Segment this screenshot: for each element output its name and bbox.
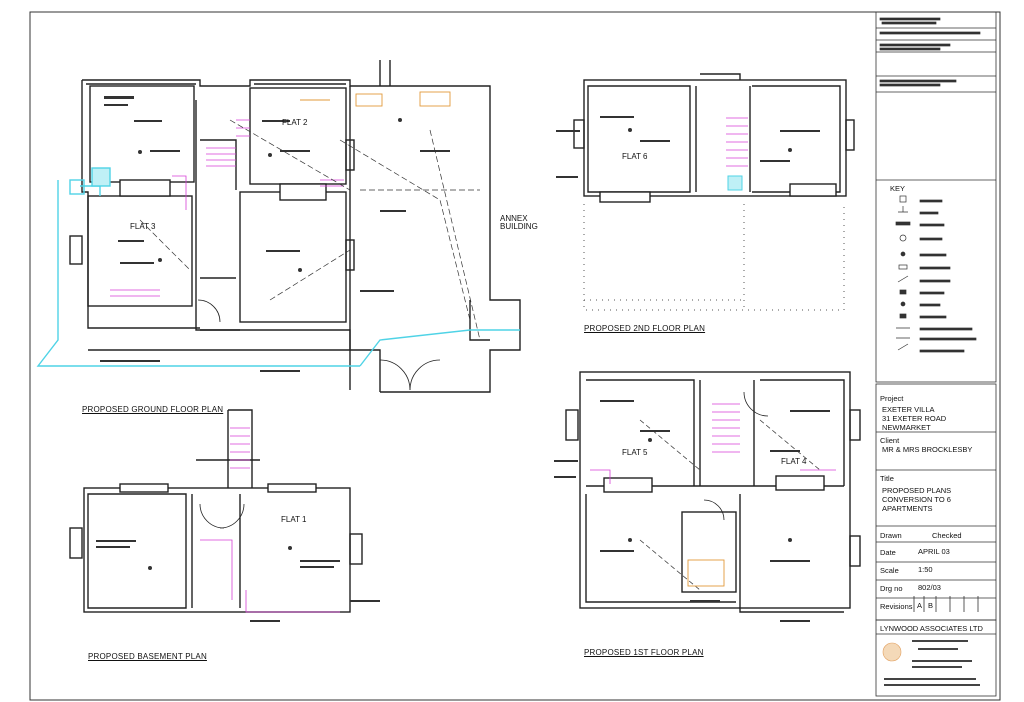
company-logo	[882, 642, 902, 662]
date-label: Date	[880, 548, 896, 557]
client-value: MR & MRS BROCKLESBY	[882, 445, 973, 454]
title-line-2: CONVERSION TO 6	[882, 495, 951, 504]
basement-stairs	[200, 427, 340, 613]
ground-floor-plan	[69, 60, 521, 393]
title-label: Title	[880, 474, 894, 483]
title-block	[875, 11, 997, 697]
flat-3-label: FLAT 3	[130, 222, 156, 231]
ground-dash-lines	[139, 119, 481, 341]
revision-a: A	[917, 601, 923, 610]
title-line-3: APARTMENTS	[882, 504, 933, 513]
ground-fixtures	[300, 91, 451, 107]
ground-stairs	[110, 119, 344, 297]
key-symbols	[879, 17, 981, 353]
project-label: Project	[880, 394, 904, 403]
ground-floor-plan-title: PROPOSED GROUND FLOOR PLAN	[82, 405, 224, 414]
project-line-3: NEWMARKET	[882, 423, 931, 432]
flat-1-label: FLAT 1	[281, 515, 307, 524]
first-floor-annotations	[554, 400, 830, 622]
first-floor-plan	[565, 371, 861, 613]
revisions-label: Revisions	[880, 602, 913, 611]
company-name: LYNWOOD ASSOCIATES LTD	[880, 624, 983, 633]
basement-annotations	[96, 540, 380, 622]
checked-label: Checked	[932, 531, 962, 540]
project-line-1: EXETER VILLA	[882, 405, 935, 414]
ground-annotations	[100, 96, 450, 372]
basement-plan-title: PROPOSED BASEMENT PLAN	[88, 652, 207, 661]
first-floor-stairs	[590, 403, 836, 484]
flat-5-label: FLAT 5	[622, 448, 648, 457]
date-value: APRIL 03	[918, 547, 950, 556]
drg-value: 802/03	[918, 583, 941, 592]
revision-b: B	[928, 601, 934, 610]
drawn-label: Drawn	[880, 531, 902, 540]
company-details	[884, 640, 980, 686]
first-floor-bath	[687, 559, 725, 587]
second-floor-plan-title: PROPOSED 2ND FLOOR PLAN	[584, 324, 706, 333]
annex-label-line1: ANNEX	[500, 214, 528, 223]
drg-label: Drg no	[880, 584, 903, 593]
first-floor-plan-title: PROPOSED 1ST FLOOR PLAN	[584, 648, 704, 657]
second-floor-outline-dots	[583, 204, 845, 311]
scale-label: Scale	[880, 566, 899, 575]
annex-label-line2: BUILDING	[500, 222, 538, 231]
basement-plan	[69, 409, 363, 613]
second-floor-annotations	[556, 116, 820, 178]
second-floor-plan	[573, 73, 855, 203]
project-line-2: 31 EXETER ROAD	[882, 414, 947, 423]
title-line-1: PROPOSED PLANS	[882, 486, 952, 495]
drainage-lines	[36, 167, 520, 367]
flat-2-label: FLAT 2	[282, 118, 308, 127]
flat-4-label: FLAT 4	[781, 457, 807, 466]
key-title: KEY	[890, 184, 906, 193]
flat-6-label: FLAT 6	[622, 152, 648, 161]
second-floor-bath	[727, 175, 743, 191]
second-floor-stairs	[726, 117, 748, 167]
client-label: Client	[880, 436, 900, 445]
first-floor-dash-lines	[639, 419, 821, 591]
scale-value: 1:50	[918, 565, 933, 574]
sheet-border	[29, 11, 1001, 701]
